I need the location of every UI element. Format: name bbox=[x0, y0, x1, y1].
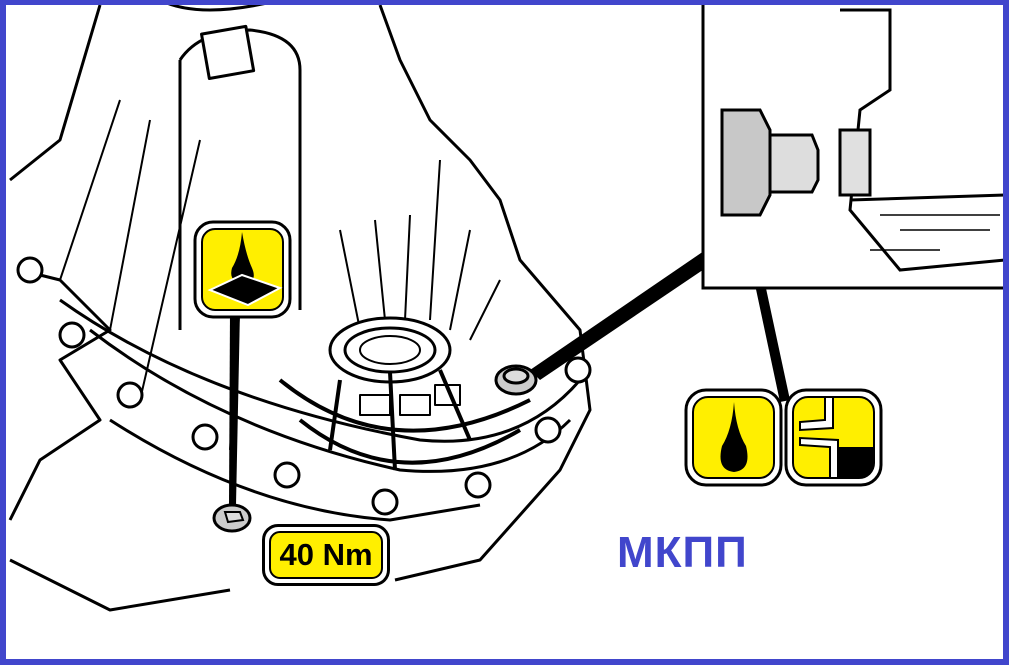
illustration-stroke bbox=[58, 321, 86, 349]
oil-level-lines bbox=[870, 214, 1000, 251]
illustration-stroke bbox=[464, 471, 492, 499]
illustration-stroke bbox=[159, 0, 281, 12]
illustration-stroke bbox=[200, 24, 256, 80]
illustration-stroke bbox=[231, 232, 254, 284]
illustration-stroke bbox=[799, 396, 839, 479]
illustration-stroke bbox=[564, 356, 592, 384]
illustration-stroke bbox=[359, 394, 391, 416]
inset-detail bbox=[701, 5, 1006, 290]
plug-bolt-head bbox=[720, 108, 772, 217]
leader-line-inset bbox=[530, 240, 725, 380]
illustration-stroke bbox=[207, 273, 283, 307]
leader-line-drain bbox=[229, 310, 240, 505]
illustration-stroke bbox=[16, 256, 44, 284]
oil-fill-icon bbox=[193, 220, 292, 319]
diagram-caption: МКПП bbox=[617, 528, 748, 577]
illustration-stroke bbox=[720, 402, 748, 472]
oil-drop-icon bbox=[684, 388, 783, 487]
illustration-stroke bbox=[116, 381, 144, 409]
illustration-stroke bbox=[838, 128, 872, 197]
illustration-stroke bbox=[278, 369, 531, 471]
illustration-stroke bbox=[8, 0, 592, 612]
illustration-stroke bbox=[191, 423, 219, 451]
illustration-stroke bbox=[223, 511, 245, 524]
bolts bbox=[16, 256, 592, 516]
illustration-stroke bbox=[273, 461, 301, 489]
illustration-stroke bbox=[434, 384, 461, 406]
plug-thread bbox=[768, 133, 820, 194]
drain-plug-level-icon bbox=[784, 388, 883, 487]
torque-value: 40 Nm bbox=[269, 531, 383, 579]
illustration-stroke bbox=[178, 28, 302, 330]
illustration-stroke bbox=[371, 488, 399, 516]
illustration-stroke bbox=[89, 328, 572, 473]
illustration-stroke bbox=[534, 416, 562, 444]
illustration-stroke bbox=[502, 367, 530, 385]
illustration-stroke bbox=[399, 394, 431, 416]
illustration-stroke bbox=[59, 99, 241, 451]
illustration-stroke bbox=[339, 159, 501, 341]
illustration-stroke bbox=[835, 447, 874, 478]
illustration-stroke bbox=[359, 335, 421, 365]
illustration-stroke bbox=[849, 193, 1006, 202]
torque-spec-badge: 40 Nm bbox=[262, 524, 390, 586]
drain-plug bbox=[212, 503, 252, 533]
illustration-stroke bbox=[109, 418, 481, 522]
illustration-stroke bbox=[59, 298, 582, 443]
fill-plug bbox=[494, 364, 538, 396]
